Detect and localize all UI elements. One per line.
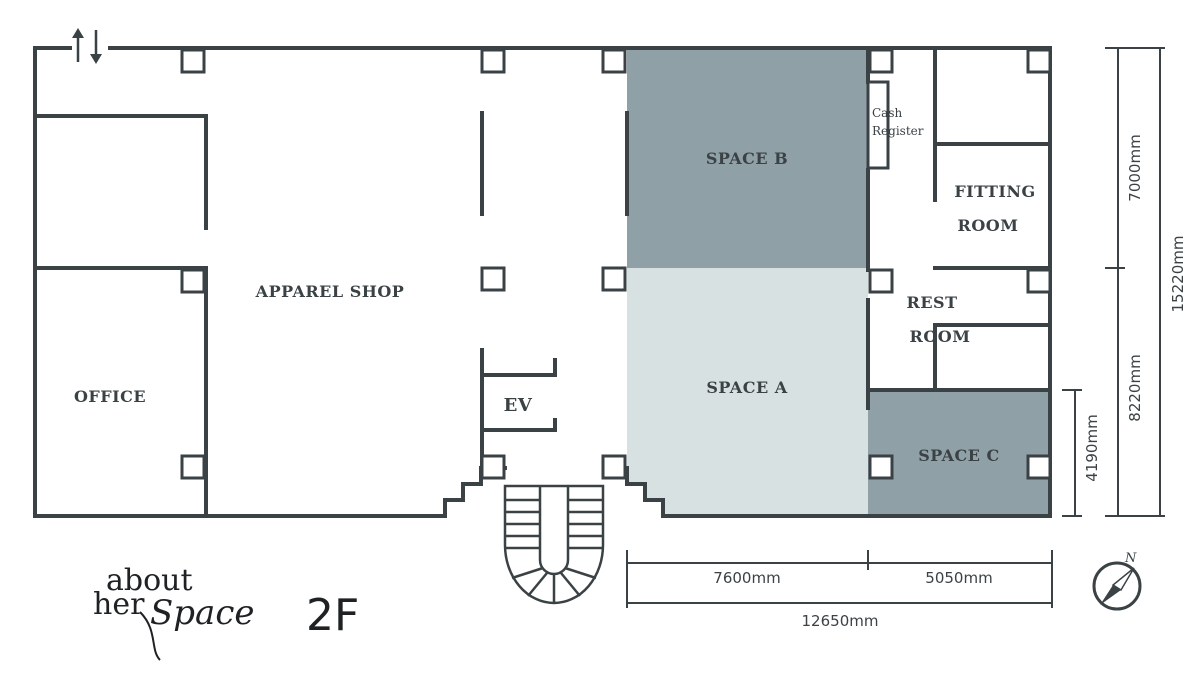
ev-label: EV bbox=[504, 395, 533, 416]
space-c-depth-label: 4190mm bbox=[1083, 414, 1101, 481]
logo-line2: her bbox=[93, 587, 145, 622]
depth-dimension-lines bbox=[1062, 47, 1165, 517]
apparel-shop-label: APPAREL SHOP bbox=[255, 282, 405, 301]
space-a-width-label: 7600mm bbox=[713, 569, 780, 587]
rest-room-label-line2: ROOM bbox=[910, 327, 971, 346]
space-c-area[interactable] bbox=[868, 390, 1050, 516]
up-down-arrows-icon bbox=[72, 28, 102, 64]
space-a-label: SPACE A bbox=[706, 378, 787, 397]
upper-depth-label: 7000mm bbox=[1126, 134, 1144, 201]
space-b-label: SPACE B bbox=[706, 149, 788, 168]
width-dimension-lines bbox=[626, 550, 1053, 608]
lower-depth-label: 8220mm bbox=[1126, 354, 1144, 421]
office-label: OFFICE bbox=[74, 387, 146, 406]
space-c-label: SPACE C bbox=[918, 446, 1000, 465]
cash-register-label-line2: Register bbox=[872, 124, 924, 138]
fitting-room-label-line2: ROOM bbox=[958, 216, 1019, 235]
cash-register-counter bbox=[866, 80, 890, 170]
cash-register-label-line1: Cash bbox=[872, 106, 902, 120]
total-depth-label: 15220mm bbox=[1169, 236, 1187, 313]
interior-walls bbox=[33, 46, 1052, 518]
columns bbox=[180, 48, 1052, 480]
fitting-room-label-line1: FITTING bbox=[954, 182, 1035, 201]
logo-line1: about bbox=[106, 563, 193, 598]
compass-north-label: N bbox=[1124, 551, 1137, 566]
space-c-width-label: 5050mm bbox=[925, 569, 992, 587]
about-her-space-logo: about her Space bbox=[93, 563, 255, 661]
staircase bbox=[503, 484, 605, 605]
space-b-area[interactable] bbox=[627, 48, 868, 268]
rest-room-label-line1: REST bbox=[907, 293, 958, 312]
logo-script: Space bbox=[150, 593, 255, 633]
space-a-area[interactable] bbox=[627, 268, 868, 516]
total-width-label: 12650mm bbox=[802, 612, 879, 630]
compass-icon bbox=[1092, 561, 1142, 611]
floor-label: 2F bbox=[306, 590, 359, 641]
